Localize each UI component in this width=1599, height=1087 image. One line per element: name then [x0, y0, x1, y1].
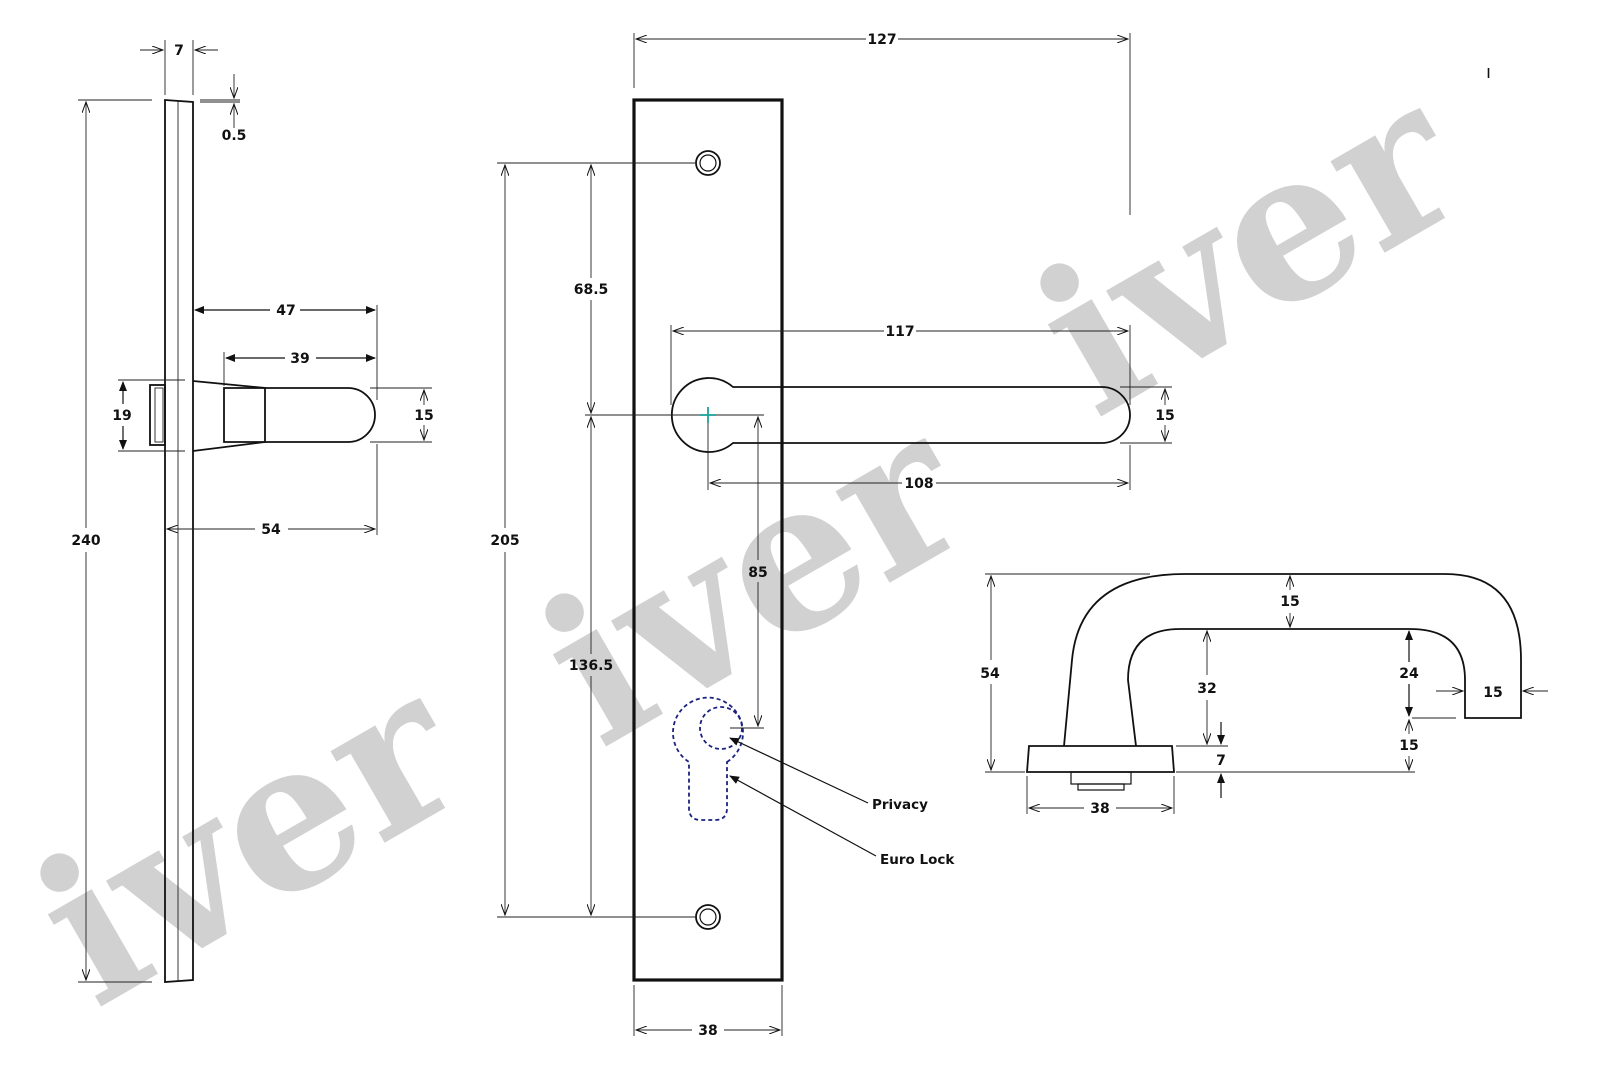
front-lever [670, 377, 1131, 453]
dim-plan-bar-thickness: 15 [1280, 594, 1299, 610]
callout-euro-lock: Euro Lock [880, 852, 955, 868]
dim-side-rose: 19 [112, 408, 131, 424]
dim-side-lever-length: 39 [290, 351, 309, 367]
side-plate [164, 99, 194, 983]
plan-rose [1026, 745, 1175, 773]
dim-front-centres: 205 [490, 533, 519, 549]
dim-front-top-to-lever: 68.5 [574, 282, 609, 298]
dim-front-lever-from-spindle: 108 [904, 476, 933, 492]
dim-side-height: 240 [71, 533, 100, 549]
dim-plan-height: 54 [980, 666, 1000, 682]
dim-side-projection: 47 [276, 303, 295, 319]
dim-front-lever-overall: 117 [885, 324, 914, 340]
dim-front-lever-to-cylinder: 85 [748, 565, 767, 581]
dim-side-lever-thickness: 15 [414, 408, 433, 424]
dim-plan-base-gap: 15 [1399, 738, 1418, 754]
dim-plan-inner-return: 24 [1399, 666, 1419, 682]
dim-front-plate-width: 38 [698, 1023, 717, 1039]
euro-lock-cutout [672, 696, 744, 821]
dim-plan-rose-width: 38 [1090, 801, 1109, 817]
watermark-text-lower: iver [0, 625, 499, 1052]
dim-plan-return-thickness: 15 [1483, 685, 1502, 701]
watermark: iver iver iver [0, 35, 1499, 1052]
dim-front-lever-thickness: 15 [1155, 408, 1174, 424]
side-lever-neck [192, 380, 266, 452]
dim-side-overall: 54 [261, 522, 281, 538]
sheet-number: ı [1486, 62, 1491, 83]
side-spindle-inner [154, 387, 164, 443]
dim-front-width: 127 [867, 32, 896, 48]
side-lever [223, 387, 376, 443]
callout-privacy: Privacy [872, 797, 928, 813]
dim-plan-inner-clearance: 32 [1197, 681, 1216, 697]
side-view: 7 0.5 240 47 39 19 15 [71, 40, 434, 983]
dim-side-chamfer: 0.5 [222, 128, 247, 144]
dim-front-lever-to-bottom: 136.5 [569, 658, 613, 674]
front-view: 127 205 68.5 136.5 117 15 108 [490, 32, 1174, 1039]
side-spindle [149, 384, 166, 446]
watermark-text-upper: iver [1000, 35, 1500, 462]
front-plate [632, 98, 784, 982]
dim-plan-rose-thickness: 7 [1216, 753, 1226, 769]
plan-view: 54 15 32 24 15 15 7 38 [980, 573, 1548, 817]
plan-handle [1063, 573, 1522, 747]
plan-spindle [1070, 771, 1132, 785]
dim-side-thickness: 7 [174, 43, 184, 59]
